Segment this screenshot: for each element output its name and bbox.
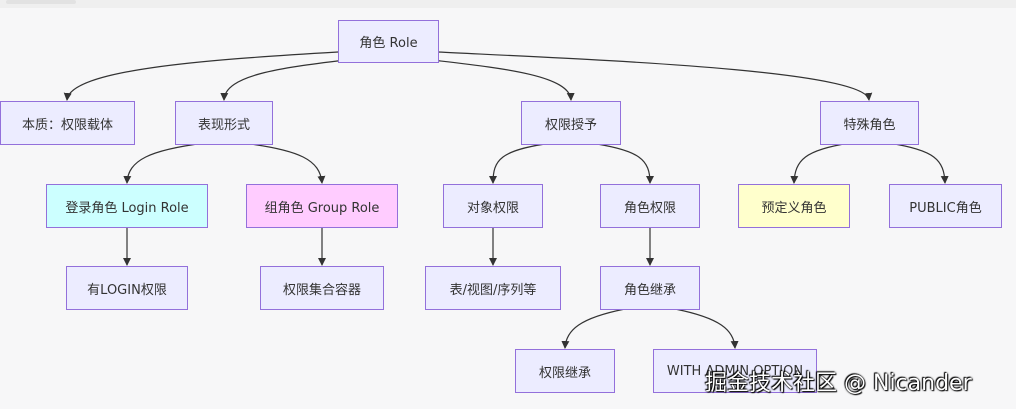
edge-inherit-privinherit bbox=[561, 308, 626, 349]
node-grant: 权限授予 bbox=[521, 101, 621, 145]
node-role: 角色 Role bbox=[338, 20, 439, 63]
edge-role-grant bbox=[431, 59, 575, 101]
node-priv-inherit: 权限继承 bbox=[515, 349, 615, 393]
node-has-login: 有LOGIN权限 bbox=[66, 266, 188, 310]
edge-grant-object bbox=[489, 142, 553, 184]
node-form: 表现形式 bbox=[175, 101, 273, 145]
edge-form-group bbox=[242, 142, 326, 184]
node-table-view-seq: 表/视图/序列等 bbox=[425, 266, 561, 310]
watermark-text: 掘金技术社区 @ Nicander bbox=[705, 371, 972, 396]
node-with-admin-option: WITH ADMIN OPTION bbox=[653, 349, 817, 393]
edge-role-form bbox=[220, 59, 346, 101]
node-object-priv: 对象权限 bbox=[443, 184, 543, 228]
edge-form-login bbox=[123, 142, 206, 184]
edge-special-predefined bbox=[790, 142, 851, 184]
top-bar-handle bbox=[6, 0, 76, 4]
node-group-role: 组角色 Group Role bbox=[246, 184, 398, 228]
edge-special-public bbox=[887, 142, 949, 184]
node-public-role: PUBLIC角色 bbox=[889, 184, 1002, 228]
node-role-priv: 角色权限 bbox=[600, 184, 700, 228]
edge-inherit-withadmin bbox=[674, 308, 739, 349]
edge-role-special bbox=[437, 51, 873, 101]
node-special: 特殊角色 bbox=[820, 101, 919, 145]
edge-grant-rolepriv bbox=[589, 142, 654, 184]
top-bar bbox=[0, 0, 1016, 8]
node-essence: 本质：权限载体 bbox=[0, 101, 135, 145]
node-predefined-role: 预定义角色 bbox=[738, 184, 850, 228]
edge-role-essence bbox=[63, 51, 339, 101]
node-role-inherit: 角色继承 bbox=[600, 266, 700, 310]
node-login-role: 登录角色 Login Role bbox=[46, 184, 208, 228]
node-priv-container: 权限集合容器 bbox=[260, 266, 384, 310]
